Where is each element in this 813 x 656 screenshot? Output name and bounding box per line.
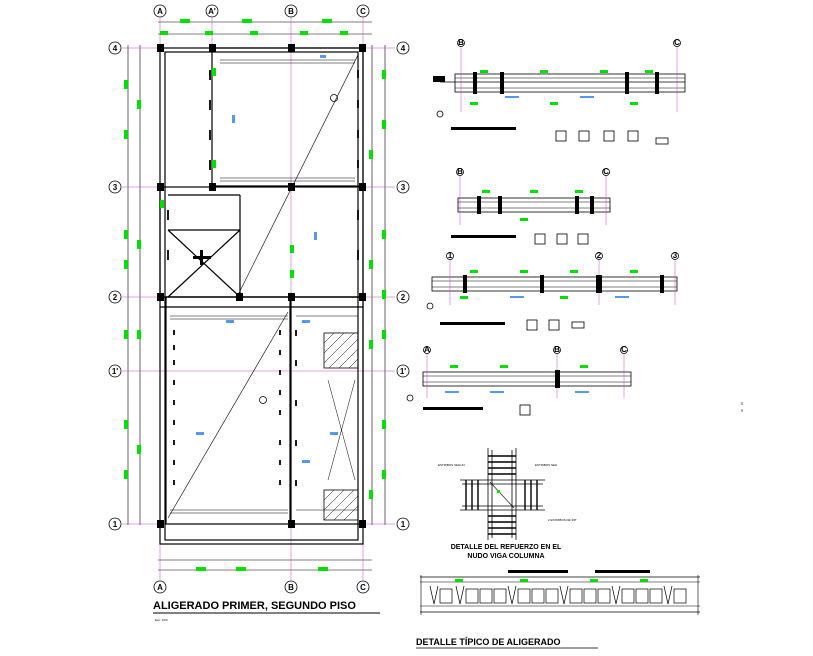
slab-detail: DETALLE TÍPICO DE ALIGERADO <box>416 570 700 649</box>
axis-label: 1' <box>400 367 406 376</box>
section-title-bar <box>451 127 516 130</box>
axis-label: B <box>288 7 294 16</box>
axis-label: 4 <box>401 44 406 53</box>
axis-bubble-c-top: C <box>356 4 370 18</box>
beam-detail-3: 1 2 3 <box>426 251 679 331</box>
axis-label: C <box>603 167 609 176</box>
axis-bubble-c-bottom: C <box>356 580 370 594</box>
axis-bubbles-right: 4 3 2 1' 1 <box>396 41 410 531</box>
node-detail: ESTRIBOS SEGUN ESTRIBOS SEG 2 ESTRIBOS D… <box>438 448 577 560</box>
axis-label: 2 <box>401 293 406 302</box>
axis-bubble-1-prime-left: 1' <box>108 364 122 378</box>
axis-bubbles-left: 4 3 2 1' 1 <box>108 41 122 531</box>
axis-label: C <box>621 345 627 354</box>
axis-label: B <box>288 583 294 592</box>
axis-label: 2 <box>113 293 118 302</box>
axis-bubble-a-bottom: A <box>153 580 167 594</box>
node-detail-title-2: NUDO VIGA COLUMNA <box>467 553 544 560</box>
node-note-left: ESTRIBOS SEGUN <box>438 463 465 467</box>
axis-label: 4 <box>113 44 118 53</box>
node-detail-title-1: DETALLE DEL REFUERZO EN EL <box>451 544 562 551</box>
axis-bubble-3-left: 3 <box>108 180 122 194</box>
axis-label: 2 <box>597 251 602 260</box>
axis-bubble-4-right: 4 <box>396 41 410 55</box>
axis-label: C <box>360 583 366 592</box>
axis-bubble-3-right: 3 <box>396 180 410 194</box>
floor-plan: A A' B C A B <box>108 4 410 622</box>
axis-label: A <box>157 7 163 16</box>
axis-bubble-b <box>457 39 465 47</box>
axis-label: 3 <box>673 251 678 260</box>
beam-detail-4: A B C <box>406 345 632 416</box>
axis-bubble-a-top: A <box>153 4 167 18</box>
plan-title: ALIGERADO PRIMER, SEGUNDO PISO <box>153 600 356 612</box>
beam-detail-2: B C <box>451 167 611 245</box>
axis-label: B <box>457 167 463 176</box>
axis-label: C <box>360 7 366 16</box>
axis-bubble-1-prime-right: 1' <box>396 364 410 378</box>
axis-bubble-b-bottom: B <box>284 580 298 594</box>
axis-bubbles-top: A A' B C <box>153 4 370 18</box>
beam-detail-1: B C <box>433 38 686 145</box>
axis-bubble-4-left: 4 <box>108 41 122 55</box>
axis-label: B <box>554 345 560 354</box>
slab-detail-title: DETALLE TÍPICO DE ALIGERADO <box>416 637 561 647</box>
axis-bubble-2-right: 2 <box>396 290 410 304</box>
stair-hatch <box>323 332 359 521</box>
axis-bubbles-bottom: A B C <box>153 580 370 594</box>
axis-label: 3 <box>113 183 118 192</box>
axis-label: 1' <box>112 367 118 376</box>
axis-label: 1 <box>401 520 406 529</box>
axis-bubble-1-left: 1 <box>108 517 122 531</box>
axis-label: A <box>424 345 430 354</box>
axis-label: 1 <box>448 251 453 260</box>
node-note-right: ESTRIBOS SEG <box>535 463 558 467</box>
axis-label: C <box>674 38 680 47</box>
node-note-bottom: 2 ESTRIBOS DE 3/8" <box>548 518 577 522</box>
axis-label: B <box>458 38 464 47</box>
axis-label: 3 <box>401 183 406 192</box>
axis-label: 1 <box>113 520 118 529</box>
axis-label: A <box>157 583 163 592</box>
axis-label: A' <box>208 7 216 16</box>
axis-bubble-a-prime-top: A' <box>205 4 219 18</box>
axis-bubble-c <box>673 39 681 47</box>
axis-bubble-1-right: 1 <box>396 517 410 531</box>
slab-ribs <box>429 585 687 605</box>
axis-bubble-2-left: 2 <box>108 290 122 304</box>
axis-bubble-b-top: B <box>284 4 298 18</box>
plan-scale: Esc: 1/50 <box>155 618 168 622</box>
